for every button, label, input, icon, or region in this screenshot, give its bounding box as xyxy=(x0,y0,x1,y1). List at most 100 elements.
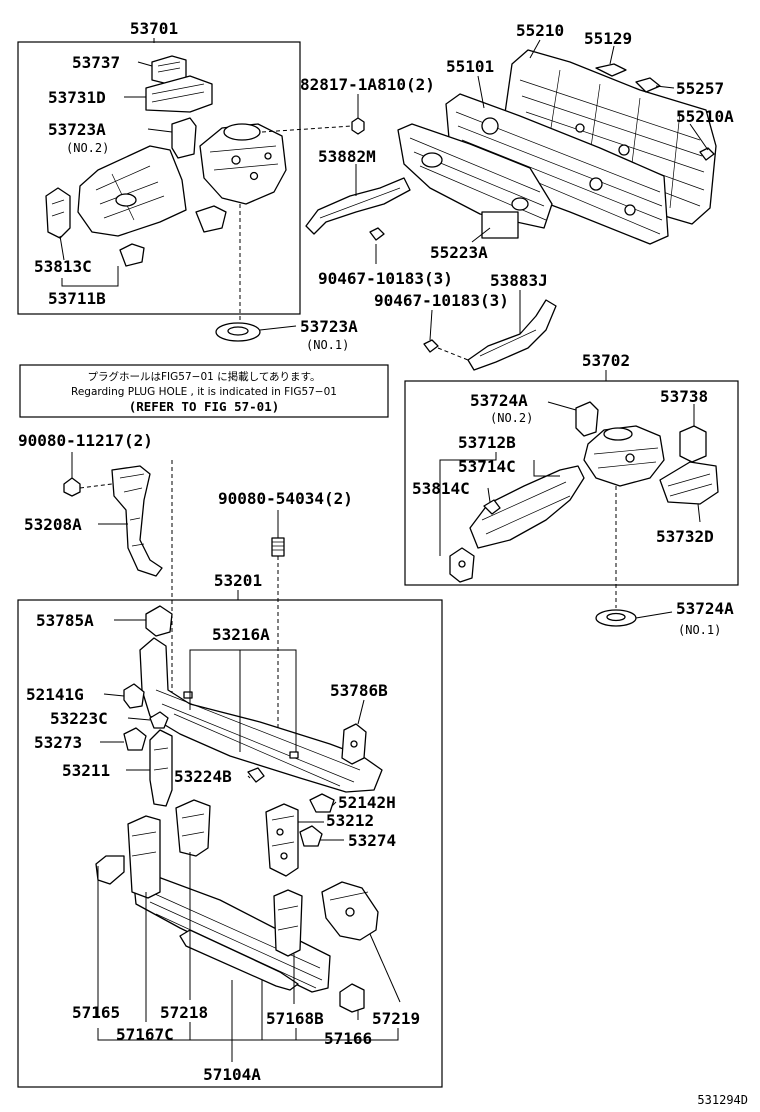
part-53813C-drawing xyxy=(45,187,71,239)
label-53814C: 53814C xyxy=(412,479,470,498)
label-53883J: 53883J xyxy=(490,271,548,290)
leader-53786B xyxy=(357,699,365,725)
leader-55210 xyxy=(529,39,541,59)
part-bracket-small-a xyxy=(119,243,145,267)
label-53211: 53211 xyxy=(62,761,110,780)
part-53723A-no1-drawing xyxy=(215,322,261,342)
part-suspension-tower-left xyxy=(199,123,287,205)
part-53814C-drawing xyxy=(449,547,475,583)
label-53882M: 53882M xyxy=(318,147,376,166)
label-no2-b: (NO.2) xyxy=(490,411,533,425)
part-53208A-support xyxy=(111,465,163,577)
plug-note-en: Regarding PLUG HOLE , it is indicated in… xyxy=(71,386,337,398)
part-53786B-drawing xyxy=(341,723,367,765)
label-53732D: 53732D xyxy=(656,527,714,546)
label-57104A: 57104A xyxy=(203,1065,261,1084)
part-57166-drawing xyxy=(339,983,365,1013)
part-90080-54034-bolt xyxy=(271,537,285,557)
part-55129-clip xyxy=(595,63,627,77)
leader-53814C xyxy=(487,487,491,503)
part-bracket-small-b xyxy=(195,205,227,233)
part-55210A-clip xyxy=(699,147,715,161)
label-53813C: 53813C xyxy=(34,257,92,276)
diagram-id: 531294D xyxy=(697,1093,748,1107)
leader-53724A-no1 xyxy=(635,611,673,619)
part-53211-drawing xyxy=(149,729,173,807)
label-90080-54034: 90080-54034(2) xyxy=(218,489,353,508)
part-suspension-tower-right xyxy=(583,425,665,487)
label-53737: 53737 xyxy=(72,53,120,72)
label-57219: 57219 xyxy=(372,1009,420,1028)
part-53714C-drawing xyxy=(483,499,501,515)
part-82817-nut xyxy=(351,117,365,135)
leader-55223A xyxy=(471,227,491,243)
leader-53723A-no2 xyxy=(147,128,173,133)
part-53273-drawing xyxy=(123,727,147,751)
leader-53723A-no1 xyxy=(259,325,297,331)
label-53731D: 53731D xyxy=(48,88,106,107)
label-55257: 55257 xyxy=(676,79,724,98)
leader-55101 xyxy=(477,75,485,109)
part-53212-drawing xyxy=(265,803,299,877)
part-90467-a-clip xyxy=(369,227,385,241)
label-53723A-no2: 53723A xyxy=(48,120,106,139)
part-53224B-drawing xyxy=(247,767,265,783)
group-frame-53701 xyxy=(17,41,301,315)
group-frame-53201 xyxy=(17,599,443,1088)
part-53711B-drawing xyxy=(77,145,187,237)
label-57166: 57166 xyxy=(324,1029,372,1048)
label-53224B: 53224B xyxy=(174,767,232,786)
leader-90467-b xyxy=(429,309,433,341)
part-53731D-drawing xyxy=(145,75,213,113)
label-57168B: 57168B xyxy=(266,1009,324,1028)
leader-53724A-no2 xyxy=(547,401,577,411)
part-53274-drawing xyxy=(299,825,323,847)
label-53702: 53702 xyxy=(582,351,630,370)
leader-53813C xyxy=(59,235,65,261)
part-53732D-drawing xyxy=(659,461,719,505)
label-52141G: 52141G xyxy=(26,685,84,704)
label-57218: 57218 xyxy=(160,1003,208,1022)
part-90467-b-clip xyxy=(423,339,439,353)
part-53723A-no2-drawing xyxy=(171,117,197,159)
part-53223C-drawing xyxy=(149,711,169,729)
label-53223C: 53223C xyxy=(50,709,108,728)
leader-53732D xyxy=(697,503,701,523)
leader-53711B-bracket xyxy=(61,266,119,287)
label-55210: 55210 xyxy=(516,21,564,40)
label-55129: 55129 xyxy=(584,29,632,48)
leader-55129 xyxy=(609,45,615,65)
leader-53216A xyxy=(189,649,297,752)
label-53786B: 53786B xyxy=(330,681,388,700)
label-90467-a: 90467-10183(3) xyxy=(318,269,453,288)
label-no2-a: (NO.2) xyxy=(66,141,109,155)
group-frame-53702 xyxy=(404,380,739,586)
part-53737-drawing xyxy=(151,55,187,85)
part-57168B-drawing xyxy=(273,889,303,957)
label-57167C: 57167C xyxy=(116,1025,174,1044)
label-53711B: 53711B xyxy=(48,289,106,308)
label-no1-a: (NO.1) xyxy=(306,338,349,352)
part-53882M-brace xyxy=(305,177,411,235)
leader-53737 xyxy=(137,61,153,67)
label-53212: 53212 xyxy=(326,811,374,830)
label-90467-b: 90467-10183(3) xyxy=(374,291,509,310)
label-53712B: 53712B xyxy=(458,433,516,452)
label-53724A-no2: 53724A xyxy=(470,391,528,410)
leader-57219 xyxy=(369,933,401,1003)
part-57219-drawing xyxy=(321,881,379,941)
leader-55257 xyxy=(655,85,675,89)
label-55101: 55101 xyxy=(446,57,494,76)
label-90080-11217: 90080-11217(2) xyxy=(18,431,153,450)
part-53738-drawing xyxy=(679,425,707,463)
label-52142H: 52142H xyxy=(338,793,396,812)
plug-note-jp: プラグホールはFIG57−01 に掲載してあります。 xyxy=(88,370,321,383)
label-53701: 53701 xyxy=(130,19,178,38)
part-53724A-no2-drawing xyxy=(575,401,599,437)
part-53883J-brace xyxy=(467,299,557,371)
label-53714C: 53714C xyxy=(458,457,516,476)
label-53208A: 53208A xyxy=(24,515,82,534)
leader-57104A-bracket xyxy=(97,980,399,1041)
leader-bolt-support xyxy=(79,483,113,489)
